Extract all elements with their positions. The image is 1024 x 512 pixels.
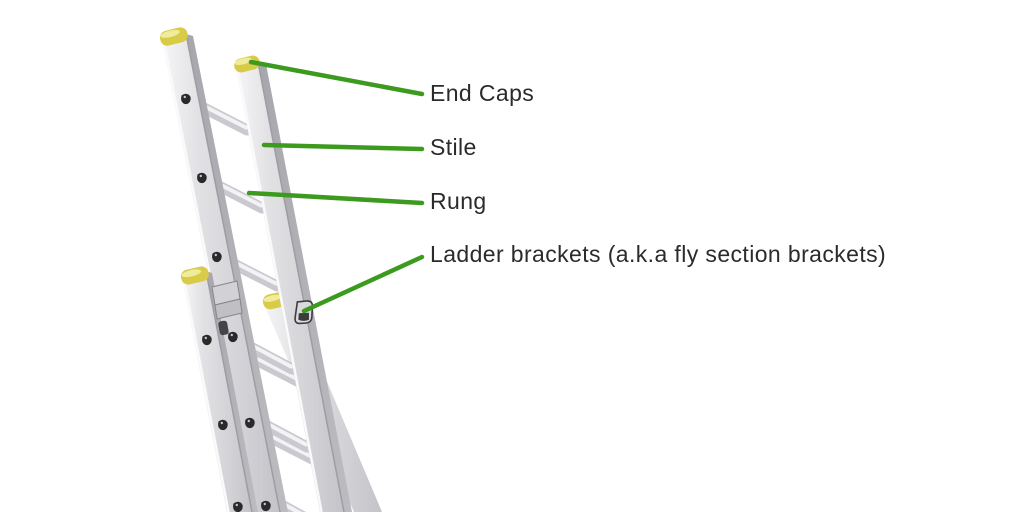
end-cap-fly-right: [234, 55, 260, 73]
label-end-caps: End Caps: [430, 80, 535, 106]
label-stile: Stile: [430, 134, 477, 160]
leader-line-stile: [261, 142, 425, 152]
base-section-left-stile: [180, 266, 258, 512]
fly-section-right-stile: [234, 55, 352, 512]
leader-line-end-caps: [248, 59, 425, 97]
fly-section-left-stile: [159, 27, 288, 512]
label-rung: Rung: [430, 188, 487, 214]
section-clamp: [211, 280, 243, 336]
label-ladder-brackets: Ladder brackets (a.k.a fly section brack…: [430, 241, 887, 267]
end-cap-base-left: [180, 266, 209, 285]
leader-line-brackets: [301, 254, 425, 314]
leader-line-rung: [246, 190, 425, 206]
end-cap-fly-left: [159, 27, 188, 46]
annotation-lines: [246, 59, 425, 314]
